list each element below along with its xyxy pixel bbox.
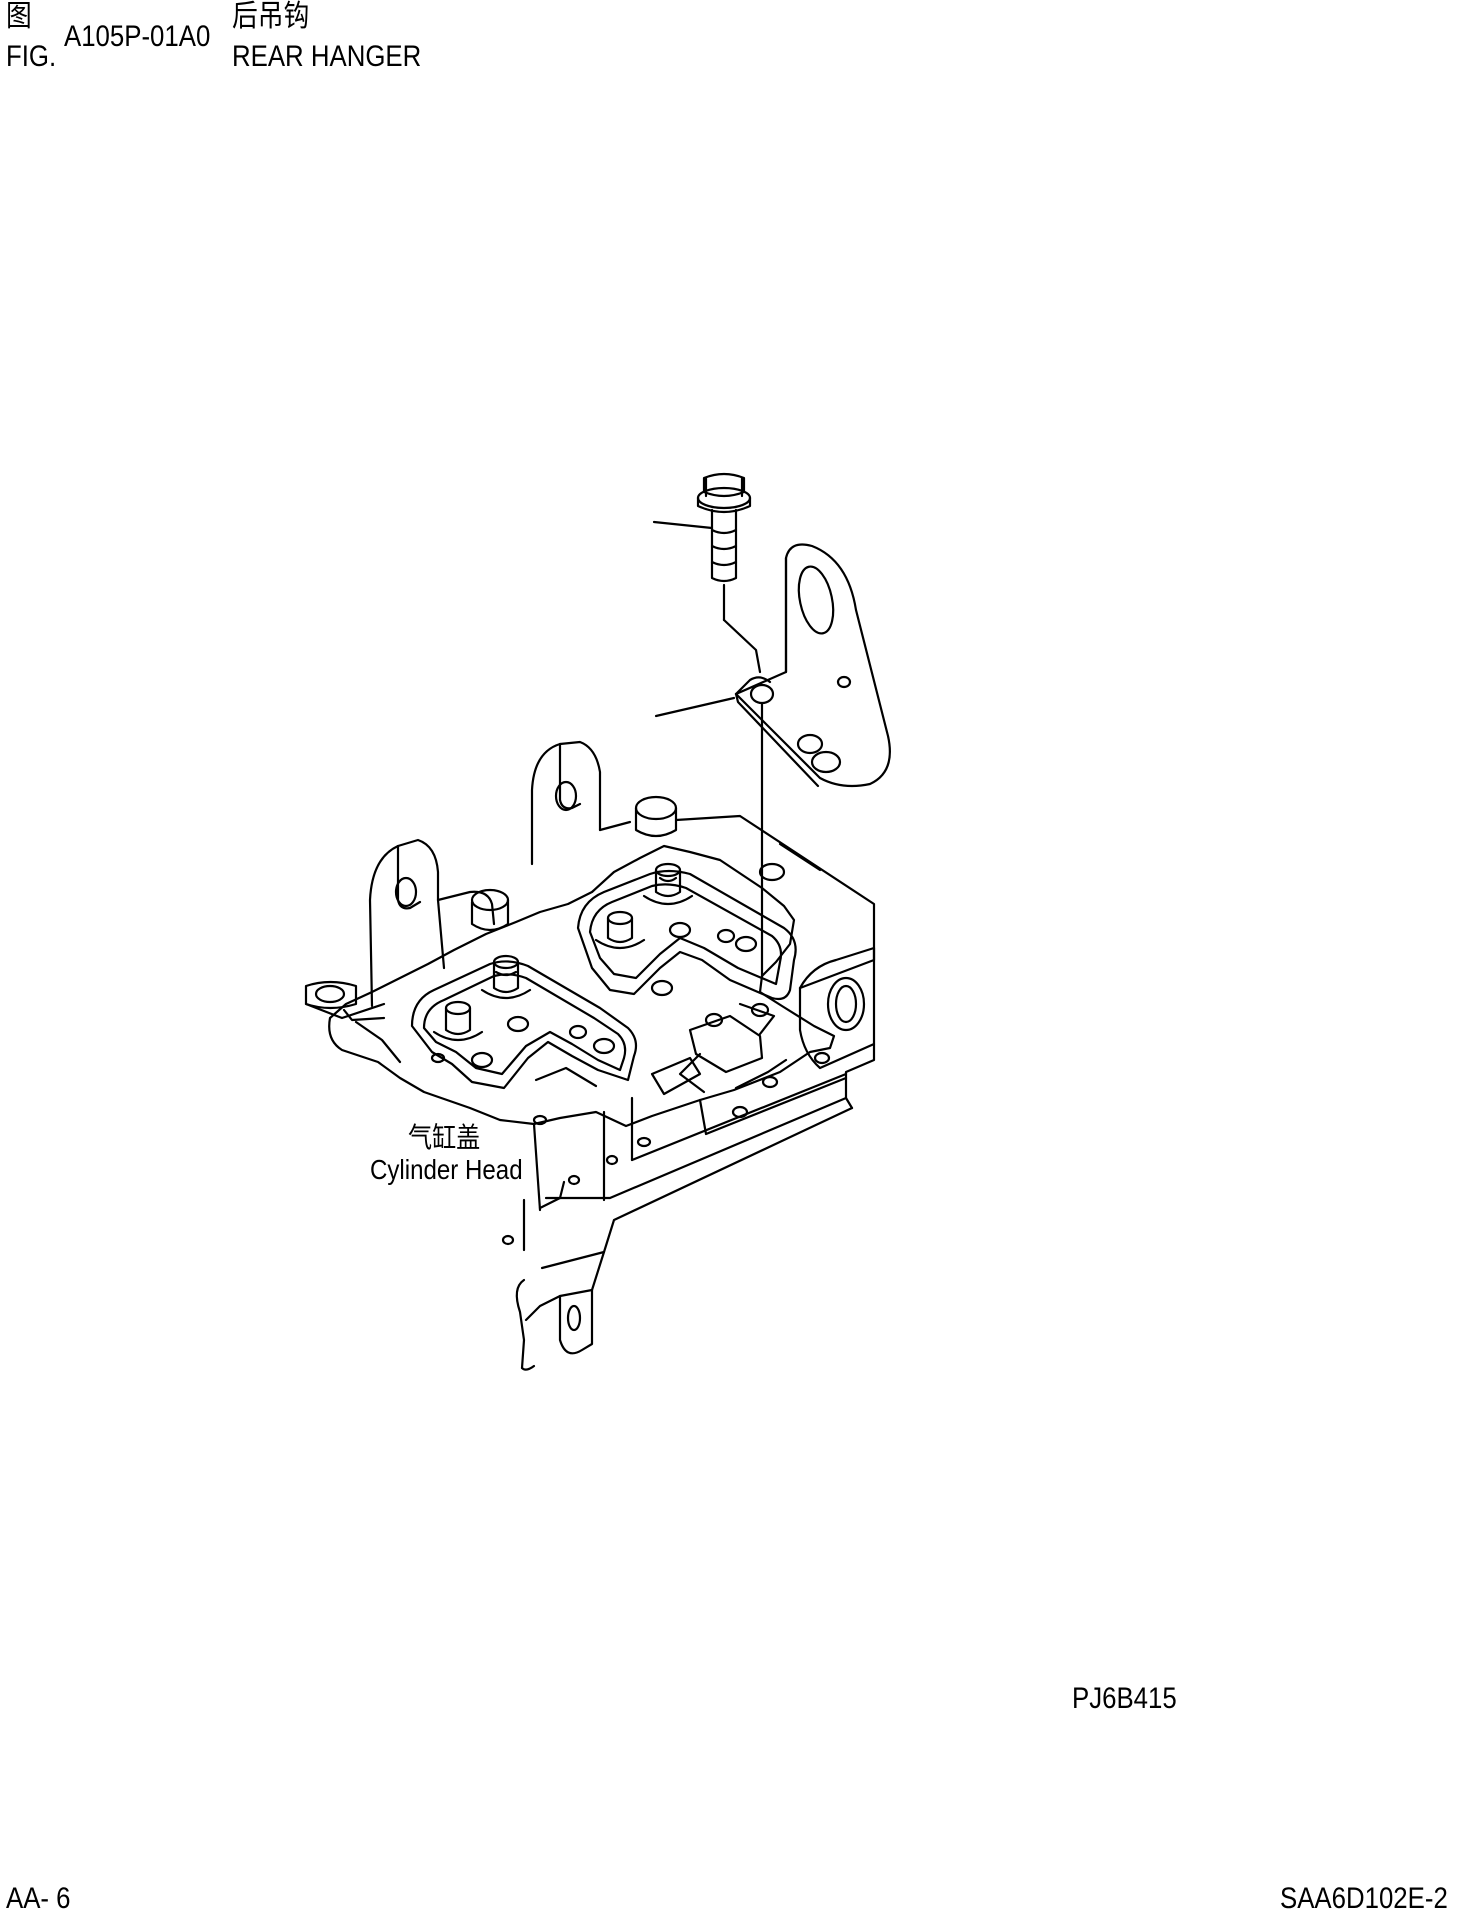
illustration-code: PJ6B415 <box>1072 1682 1177 1715</box>
page-number: AA- 6 <box>6 1882 71 1915</box>
bolt-leader-line <box>654 522 712 528</box>
fig-label-zh: 图 <box>6 0 32 33</box>
cylinder-head-label-en: Cylinder Head <box>370 1154 523 1185</box>
injector-2 <box>596 912 644 948</box>
bolt <box>698 474 750 620</box>
bolt-assembly-line <box>724 620 760 672</box>
cylinder-head-label-zh: 气缸盖 <box>408 1122 481 1153</box>
fig-label-en: FIG. <box>6 40 57 73</box>
injector-3 <box>482 956 530 998</box>
injector-4 <box>434 1002 482 1040</box>
model-code: SAA6D102E-2 <box>1280 1882 1448 1915</box>
cylinder-head <box>306 742 874 1370</box>
injector-1 <box>644 864 692 904</box>
hanger-leader-line <box>656 698 734 716</box>
figure-number: A105P-01A0 <box>64 20 211 53</box>
title-en: REAR HANGER <box>232 40 422 73</box>
title-zh: 后吊钩 <box>232 0 310 33</box>
